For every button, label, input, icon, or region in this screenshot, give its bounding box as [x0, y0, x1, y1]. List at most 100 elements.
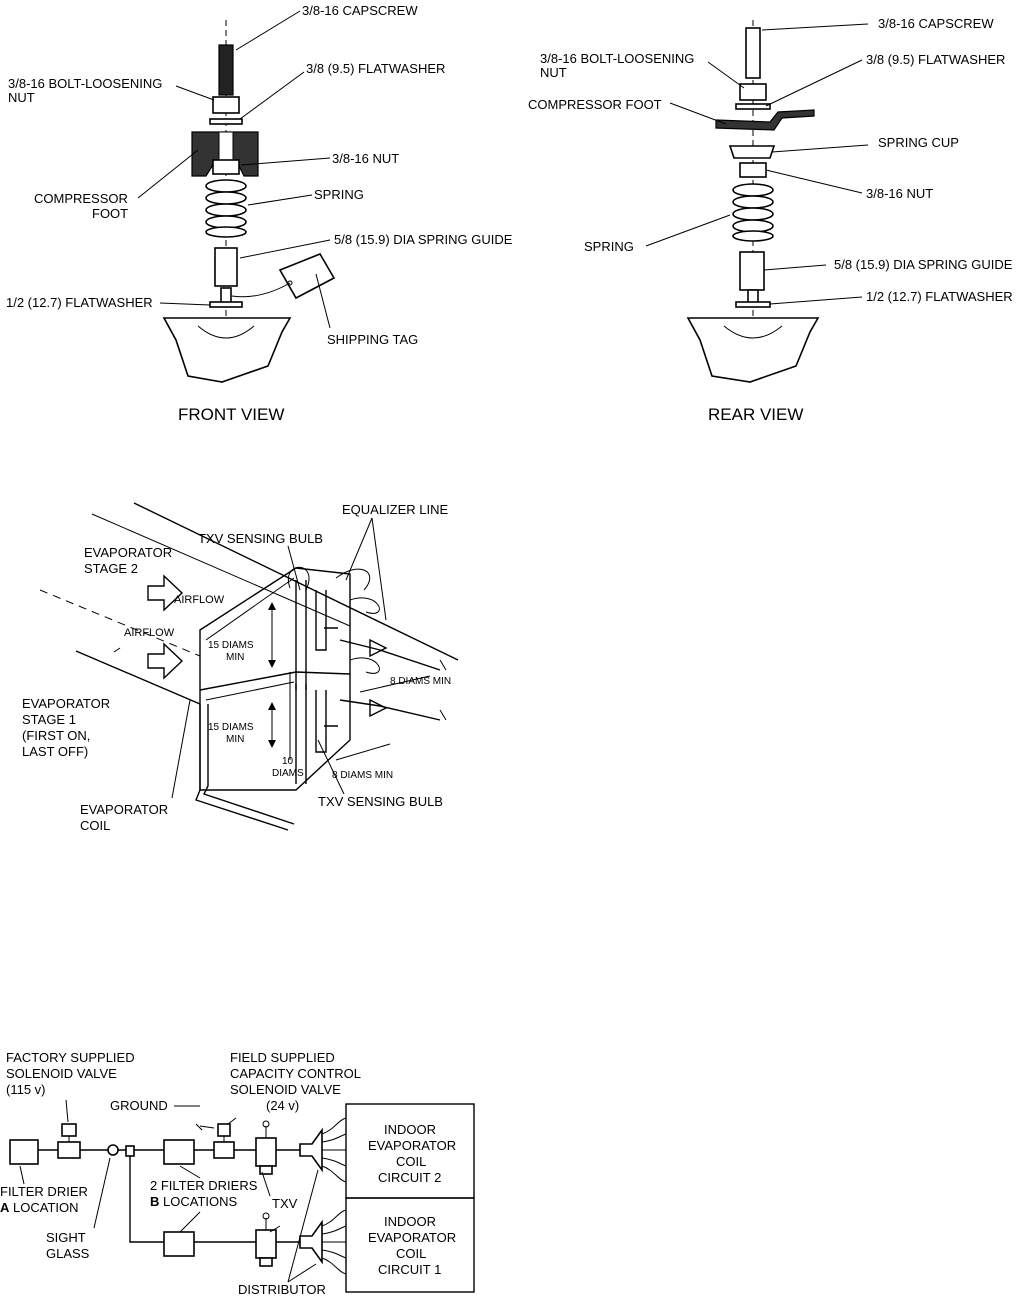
piping-diagram: FACTORY SUPPLIED SOLENOID VALVE (115 v) …	[0, 1050, 475, 1296]
coil-label-1: EVAPORATOR	[80, 802, 168, 817]
front-flatwasher-12	[209, 301, 243, 308]
front-shipping-tag-label: SHIPPING TAG	[327, 332, 418, 347]
rear-compressor-foot	[715, 109, 815, 131]
diams10-label-1: 10	[282, 756, 294, 767]
filter-a-letter: A	[0, 1200, 10, 1215]
dimension-marks	[268, 602, 431, 761]
txv-label: TXV	[272, 1196, 298, 1211]
factory-solenoid-valve	[57, 1141, 81, 1159]
rear-base	[686, 317, 820, 383]
distributor-lower	[299, 1219, 323, 1265]
sight-glass-label-2: GLASS	[46, 1246, 90, 1261]
coil2-label-3: COIL	[396, 1154, 426, 1169]
ground-label: GROUND	[110, 1098, 168, 1113]
diams15-b-label-2: MIN	[226, 734, 244, 745]
rear-spring-guide	[739, 251, 765, 291]
front-flatwasher-12-label: 1/2 (12.7) FLATWASHER	[6, 295, 153, 310]
diams8-b-label: 8 DIAMS MIN	[332, 770, 393, 781]
filter-b-letter: B	[150, 1194, 159, 1209]
filter-a-label-2: A LOCATION	[0, 1200, 79, 1215]
filter-a-location: LOCATION	[13, 1200, 79, 1215]
rear-view: 3/8-16 CAPSCREW 3/8-16 BOLT-LOOSENING NU…	[528, 16, 1013, 424]
front-view: 3/8-16 CAPSCREW 3/8-16 BOLT-LOOSENING NU…	[6, 3, 513, 424]
txv-bulb-bottom-label: TXV SENSING BULB	[318, 794, 443, 809]
txv-lower	[255, 1212, 277, 1267]
rear-flatwasher-38	[735, 103, 771, 110]
field-valve-label-1: FIELD SUPPLIED	[230, 1050, 335, 1065]
factory-valve-label-3: (115 v)	[6, 1082, 46, 1097]
coil1-label-4: CIRCUIT 1	[378, 1262, 441, 1277]
field-solenoid-valve	[213, 1141, 235, 1159]
txv-bulb-top-label: TXV SENSING BULB	[198, 531, 323, 546]
front-flatwasher-38	[209, 118, 243, 125]
filter-drier-a	[9, 1139, 39, 1165]
txv-upper	[255, 1120, 277, 1175]
stage2-label-1: EVAPORATOR	[84, 545, 172, 560]
rear-nut	[739, 162, 767, 178]
front-spring-guide	[214, 247, 238, 287]
rear-flatwasher-12	[735, 301, 771, 308]
coil2-label-1: INDOOR	[384, 1122, 436, 1137]
front-bolt-nut-label-2: NUT	[8, 90, 35, 105]
filter-b-label-1: 2 FILTER DRIERS	[150, 1178, 258, 1193]
front-compressor-foot-label-2: FOOT	[92, 206, 128, 221]
airflow-arrow-stage1	[147, 642, 184, 680]
front-flatwasher-38-label: 3/8 (9.5) FLATWASHER	[306, 61, 445, 76]
stage1-label-3: (FIRST ON,	[22, 728, 90, 743]
rear-spring-cup-label: SPRING CUP	[878, 135, 959, 150]
sight-glass-label-1: SIGHT	[46, 1230, 86, 1245]
rear-compressor-foot-label: COMPRESSOR FOOT	[528, 97, 662, 112]
front-base	[162, 317, 292, 383]
front-view-caption: FRONT VIEW	[178, 405, 284, 424]
distributor-upper	[299, 1127, 323, 1173]
coil-label-2: COIL	[80, 818, 110, 833]
airflow-label-1: AIRFLOW	[174, 594, 225, 606]
diams15-a-label-1: 15 DIAMS	[208, 640, 254, 651]
diams8-a-label: 8 DIAMS MIN	[390, 676, 451, 687]
equalizer-line-label: EQUALIZER LINE	[342, 502, 449, 517]
field-valve-label-2: CAPACITY CONTROL	[230, 1066, 361, 1081]
front-bolt-nut	[212, 96, 240, 114]
front-spring	[205, 179, 247, 238]
filter-b-location: LOCATIONS	[163, 1194, 237, 1209]
airflow-arrow-stage2	[147, 574, 184, 612]
sight-glass	[107, 1144, 119, 1156]
field-valve-label-3: SOLENOID VALVE	[230, 1082, 341, 1097]
filter-a-label-1: FILTER DRIER	[0, 1184, 88, 1199]
filter-b-label-2: B LOCATIONS	[150, 1194, 238, 1209]
front-nut-label: 3/8-16 NUT	[332, 151, 399, 166]
stage1-label-2: STAGE 1	[22, 712, 76, 727]
diams10-label-2: DIAMS	[272, 768, 304, 779]
stage1-label-4: LAST OFF)	[22, 744, 88, 759]
rear-spring-label: SPRING	[584, 239, 634, 254]
rear-bolt-nut-label-2: NUT	[540, 65, 567, 80]
front-spring-guide-label: 5/8 (15.9) DIA SPRING GUIDE	[334, 232, 513, 247]
rear-bolt-nut	[739, 83, 767, 101]
evaporator-diagram: EQUALIZER LINE TXV SENSING BULB EVAPORAT…	[22, 502, 459, 833]
front-capscrew	[218, 44, 234, 96]
rear-spring	[732, 183, 774, 242]
rear-flatwasher-12-label: 1/2 (12.7) FLATWASHER	[866, 289, 1013, 304]
filter-drier-b-2	[163, 1231, 195, 1257]
rear-flatwasher-38-label: 3/8 (9.5) FLATWASHER	[866, 52, 1005, 67]
front-compressor-foot-label-1: COMPRESSOR	[34, 191, 128, 206]
rear-view-caption: REAR VIEW	[708, 405, 803, 424]
rear-capscrew-label: 3/8-16 CAPSCREW	[878, 16, 994, 31]
factory-valve-label-1: FACTORY SUPPLIED	[6, 1050, 135, 1065]
coil2-label-4: CIRCUIT 2	[378, 1170, 441, 1185]
rear-bolt-nut-label-1: 3/8-16 BOLT-LOOSENING	[540, 51, 694, 66]
coil1-label-2: EVAPORATOR	[368, 1230, 456, 1245]
coil1-label-3: COIL	[396, 1246, 426, 1261]
rear-nut-label: 3/8-16 NUT	[866, 186, 933, 201]
coil1-label-1: INDOOR	[384, 1214, 436, 1229]
front-shipping-tag	[278, 253, 336, 300]
stage2-label-2: STAGE 2	[84, 561, 138, 576]
factory-valve-label-2: SOLENOID VALVE	[6, 1066, 117, 1081]
front-nut	[212, 159, 240, 175]
front-spring-label: SPRING	[314, 187, 364, 202]
rear-spring-cup	[728, 145, 776, 159]
stage1-label-1: EVAPORATOR	[22, 696, 110, 711]
coil-circuit-1-box	[345, 1197, 475, 1293]
coil2-label-2: EVAPORATOR	[368, 1138, 456, 1153]
